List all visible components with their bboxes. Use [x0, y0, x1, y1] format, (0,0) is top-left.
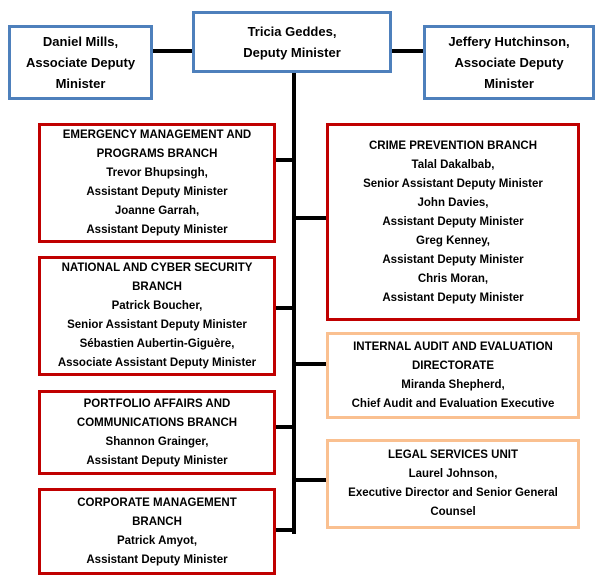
- branch-title: NATIONAL AND CYBER SECURITY: [61, 262, 253, 274]
- connector-right-2: [294, 362, 326, 366]
- org-box-internal-audit-and-evaluation-directorate: INTERNAL AUDIT AND EVALUATION DIRECTORAT…: [326, 332, 580, 419]
- branch-title: EMERGENCY MANAGEMENT AND: [62, 129, 252, 141]
- person-name: Talal Dakalbab,: [411, 158, 495, 171]
- person-title: Assistant Deputy Minister: [86, 224, 228, 236]
- person-name: Shannon Grainger,: [105, 435, 209, 448]
- person-title: Minister: [55, 76, 106, 91]
- person-title: Executive Director and Senior General: [348, 487, 558, 499]
- person-name: Greg Kenney,: [416, 234, 490, 247]
- connector-left-3: [276, 425, 294, 429]
- connector-left-1: [276, 158, 294, 162]
- person-name: Patrick Amyot,: [116, 534, 198, 547]
- branch-title: BRANCH: [132, 515, 182, 528]
- connector-left-adm: [153, 49, 192, 53]
- branch-title: PROGRAMS BRANCH: [96, 148, 218, 160]
- branch-title: COMMUNICATIONS BRANCH: [76, 416, 238, 429]
- org-box-jeffery-hutchinson-associate-deputy-minister: Jeffery Hutchinson, Associate Deputy Min…: [423, 25, 595, 100]
- person-name: Trevor Bhupsingh,: [106, 167, 208, 179]
- person-title: Minister: [484, 76, 534, 91]
- person-title: Assistant Deputy Minister: [382, 215, 524, 228]
- branch-title: DIRECTORATE: [412, 359, 494, 372]
- connector-right-1: [294, 216, 326, 220]
- person-name: Miranda Shepherd,: [401, 378, 505, 391]
- person-name: Joanne Garrah,: [114, 205, 200, 217]
- org-box-tricia-geddes-deputy-minister: Tricia Geddes, Deputy Minister: [192, 11, 392, 73]
- org-box-crime-prevention-branch: CRIME PREVENTION BRANCH Talal Dakalbab, …: [326, 123, 580, 321]
- person-title: Assistant Deputy Minister: [86, 454, 228, 467]
- branch-title: PORTFOLIO AFFAIRS AND: [83, 397, 231, 410]
- branch-title: CORPORATE MANAGEMENT: [77, 496, 237, 509]
- person-title: Senior Assistant Deputy Minister: [363, 177, 543, 190]
- org-box-daniel-mills-associate-deputy-minister: Daniel Mills, Associate Deputy Minister: [8, 25, 153, 100]
- person-title: Assistant Deputy Minister: [86, 553, 228, 566]
- person-title: Assistant Deputy Minister: [382, 291, 524, 304]
- person-name: John Davies,: [417, 196, 489, 209]
- branch-title: LEGAL SERVICES UNIT: [388, 449, 518, 461]
- org-box-legal-services-unit: LEGAL SERVICES UNIT Laurel Johnson, Exec…: [326, 439, 580, 529]
- person-title: Assistant Deputy Minister: [382, 253, 524, 266]
- person-title: Counsel: [430, 506, 476, 518]
- branch-title: BRANCH: [132, 281, 182, 293]
- person-title: Senior Assistant Deputy Minister: [67, 319, 247, 331]
- org-box-portfolio-affairs-and-communications-branch: PORTFOLIO AFFAIRS AND COMMUNICATIONS BRA…: [38, 390, 276, 475]
- org-box-national-and-cyber-security-branch: NATIONAL AND CYBER SECURITY BRANCH Patri…: [38, 256, 276, 376]
- person-name: Jeffery Hutchinson,: [448, 34, 570, 49]
- branch-title: CRIME PREVENTION BRANCH: [368, 139, 538, 152]
- branch-title: INTERNAL AUDIT AND EVALUATION: [353, 340, 553, 353]
- person-title: Associate Assistant Deputy Minister: [57, 357, 257, 369]
- connector-right-3: [294, 478, 326, 482]
- connector-right-adm: [392, 49, 423, 53]
- person-title: Chief Audit and Evaluation Executive: [351, 397, 555, 410]
- person-name: Laurel Johnson,: [408, 468, 498, 480]
- person-name: Daniel Mills,: [42, 34, 119, 49]
- person-title: Deputy Minister: [243, 45, 341, 60]
- org-box-corporate-management-branch: CORPORATE MANAGEMENT BRANCH Patrick Amyo…: [38, 488, 276, 575]
- person-name: Tricia Geddes,: [247, 24, 337, 39]
- person-title: Associate Deputy: [454, 55, 564, 70]
- person-title: Associate Deputy: [25, 55, 136, 70]
- connector-left-4: [276, 528, 294, 532]
- person-name: Patrick Boucher,: [111, 300, 203, 312]
- person-title: Assistant Deputy Minister: [86, 186, 228, 198]
- person-name: Chris Moran,: [417, 272, 489, 285]
- connector-left-2: [276, 306, 294, 310]
- connector-spine: [292, 72, 296, 534]
- person-name: Sébastien Aubertin-Giguère,: [79, 338, 235, 350]
- org-box-emergency-management-and-programs-branch: EMERGENCY MANAGEMENT AND PROGRAMS BRANCH…: [38, 123, 276, 243]
